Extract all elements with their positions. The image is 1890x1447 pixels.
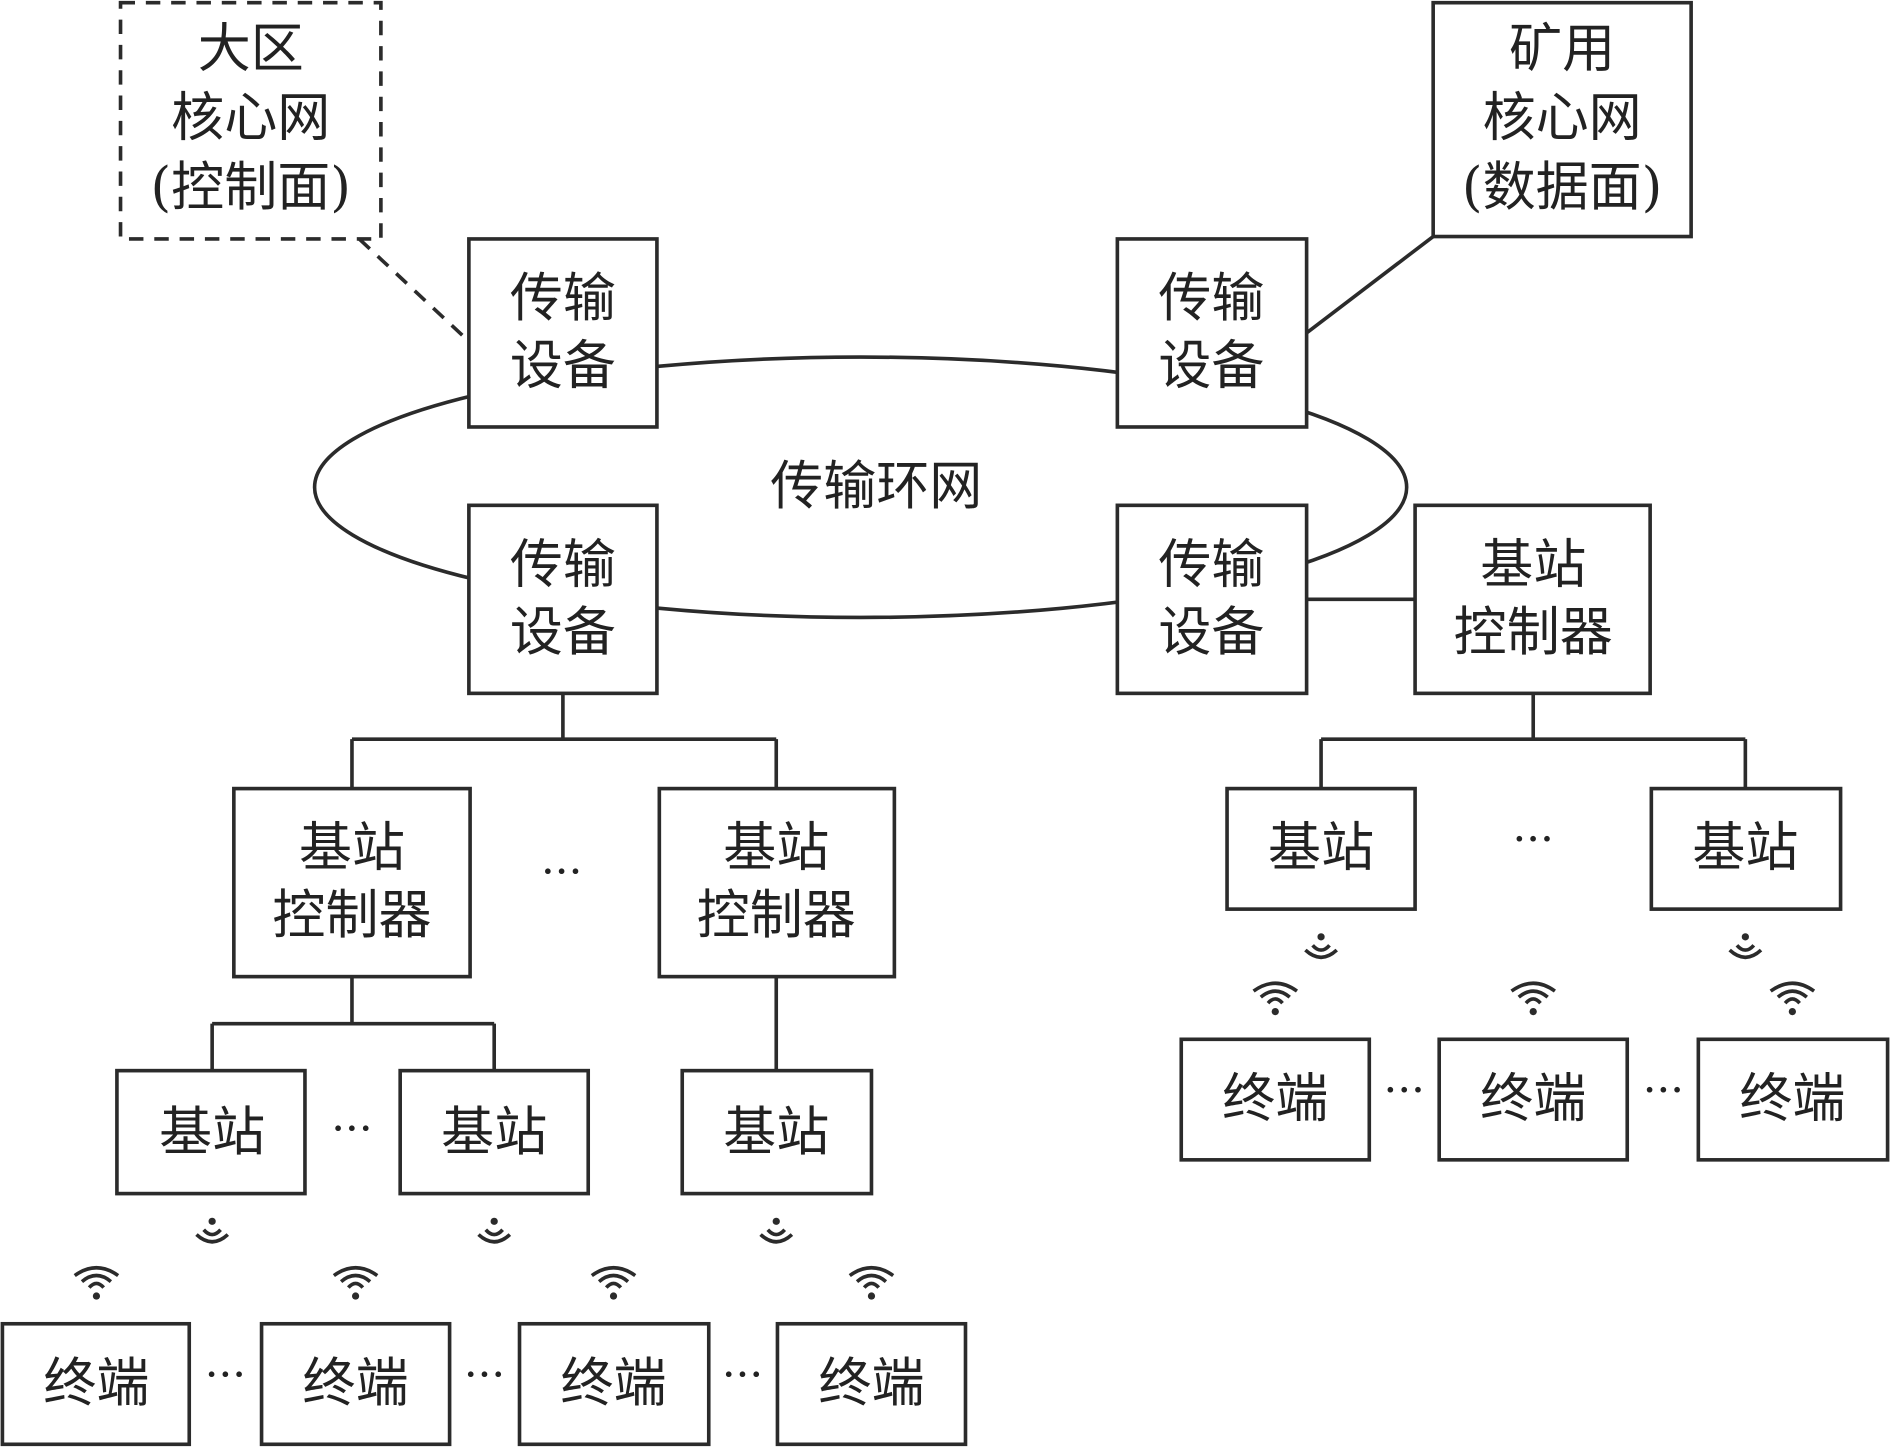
base-station: 基站 <box>115 1068 307 1196</box>
node-label: 设备 <box>1158 335 1264 397</box>
wifi-signal-down-icon <box>1303 931 1339 960</box>
node-label: 终端 <box>818 1352 924 1414</box>
wifi-signal-down-icon <box>758 1215 794 1244</box>
node-label: 大区 <box>198 18 304 80</box>
node-label: 传输 <box>1158 267 1264 329</box>
ellipsis: ··· <box>1643 1065 1684 1115</box>
node-label: 基站 <box>1480 533 1586 595</box>
ellipsis: ··· <box>541 847 582 897</box>
wifi-signal-down-icon <box>194 1215 230 1244</box>
ellipsis: ··· <box>722 1350 763 1400</box>
node-label: 基站 <box>1692 817 1798 879</box>
node-label: 设备 <box>510 335 616 397</box>
node-label: 终端 <box>43 1352 149 1414</box>
base-station: 基站 <box>398 1068 591 1196</box>
wifi-signal-up-icon <box>1509 981 1557 1018</box>
wifi-signal-up-icon <box>847 1265 895 1302</box>
regional-core-network: 大区 核心网 (控制面) <box>118 0 383 241</box>
base-station: 基站 <box>1649 786 1843 911</box>
ellipsis: ··· <box>1384 1065 1425 1115</box>
terminal: 终端 <box>517 1321 711 1447</box>
node-label: 基站 <box>1268 817 1374 879</box>
node-label: 基站 <box>723 1101 829 1163</box>
wifi-signal-up-icon <box>1768 981 1816 1018</box>
ellipsis: ··· <box>331 1104 372 1154</box>
base-station: 基站 <box>1225 786 1417 911</box>
mine-core-network: 矿用 核心网 (数据面) <box>1431 0 1693 239</box>
node-label: 核心网 <box>1483 86 1642 148</box>
link-dashed <box>357 237 471 343</box>
wifi-signal-up-icon <box>1251 981 1299 1018</box>
ellipsis: ··· <box>464 1350 505 1400</box>
node-label: 基站 <box>159 1101 265 1163</box>
wifi-signal-down-icon <box>1727 931 1763 960</box>
tree-link <box>350 693 779 789</box>
node-label: 传输 <box>1158 533 1264 595</box>
node-label: (控制面) <box>151 156 351 218</box>
terminal: 终端 <box>775 1321 968 1447</box>
node-label: 控制器 <box>697 884 856 946</box>
node-label: 终端 <box>1480 1067 1586 1129</box>
node-label: 矿用 <box>1509 18 1615 80</box>
wifi-signal-up-icon <box>590 1265 638 1302</box>
wifi-signal-up-icon <box>72 1265 120 1302</box>
node-label: 传输 <box>510 533 616 595</box>
node-label: 控制器 <box>1454 601 1613 663</box>
ellipsis: ··· <box>1513 815 1554 865</box>
ring-label: 传输环网 <box>770 455 982 517</box>
base-station: 基站 <box>680 1068 874 1196</box>
terminal: 终端 <box>0 1321 192 1447</box>
terminal: 终端 <box>1437 1037 1630 1162</box>
node-label: 设备 <box>510 601 616 663</box>
ellipsis: ··· <box>205 1350 246 1400</box>
node-label: 终端 <box>1739 1067 1845 1129</box>
node-label: 终端 <box>1222 1067 1328 1129</box>
terminal: 终端 <box>259 1321 452 1447</box>
node-label: 核心网 <box>171 86 330 148</box>
node-label: 终端 <box>561 1352 667 1414</box>
terminal: 终端 <box>1696 1037 1890 1162</box>
link <box>1305 235 1435 335</box>
tree-link <box>210 976 779 1071</box>
terminal: 终端 <box>1179 1037 1372 1162</box>
node-label: 终端 <box>303 1352 409 1414</box>
node-label: 控制器 <box>272 884 431 946</box>
node-label: (数据面) <box>1462 156 1662 218</box>
transport-ring <box>312 355 1409 620</box>
node-label: 传输 <box>510 267 616 329</box>
node-label: 设备 <box>1158 601 1264 663</box>
wifi-signal-down-icon <box>476 1215 512 1244</box>
node-label: 基站 <box>441 1101 547 1163</box>
node-label: 基站 <box>299 817 405 879</box>
node-label: 基站 <box>723 817 829 879</box>
wifi-signal-up-icon <box>332 1265 380 1302</box>
tree-link <box>1319 693 1748 789</box>
